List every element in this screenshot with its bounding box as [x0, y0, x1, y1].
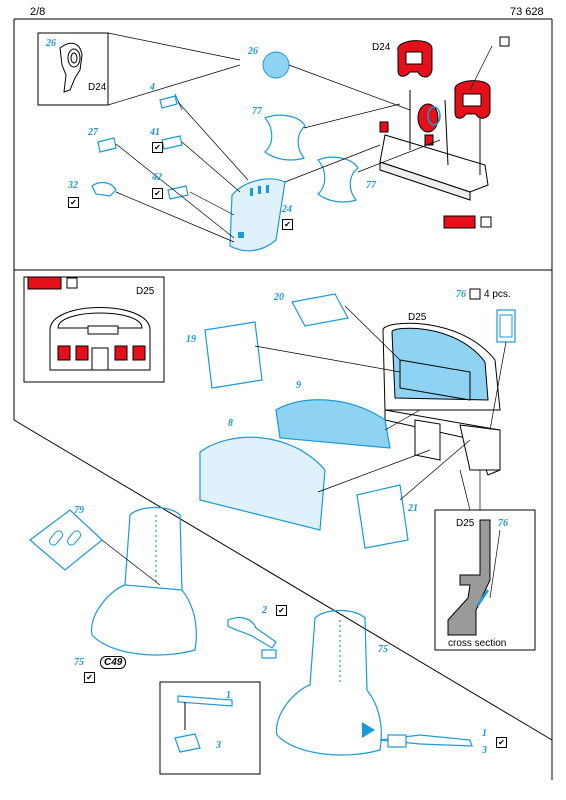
part-76-label: 76 — [456, 289, 466, 300]
part-42-label: 42 — [152, 172, 162, 183]
part-79-panel — [29, 509, 103, 571]
inset-belt-box — [159, 681, 261, 775]
part-77-frame-a — [263, 114, 306, 161]
belt-part-2 — [227, 617, 277, 659]
ref-c49: C49 — [100, 656, 127, 669]
part-26-disc — [262, 51, 290, 79]
belt-part-1-3 — [379, 734, 473, 748]
part-20-panel — [291, 293, 349, 327]
inset-d24-label: D24 — [88, 82, 107, 93]
part-21-panel — [356, 484, 409, 549]
part-41-lever — [161, 135, 183, 150]
check-box-42: ✔ — [152, 188, 163, 199]
part-41-label: 41 — [150, 127, 160, 138]
cross-part-76-label: 76 — [498, 518, 508, 529]
part-20-label: 20 — [274, 292, 284, 303]
check-box-24: ✔ — [282, 219, 293, 230]
part-26-inset: 26 — [46, 38, 56, 49]
inset-d25-label: D25 — [136, 286, 155, 297]
cross-section-caption: cross section — [448, 638, 507, 649]
part-77-label-b: 77 — [366, 180, 376, 191]
seat-left — [90, 506, 197, 656]
part-24-label: 24 — [282, 204, 292, 215]
part-77-frame-b — [316, 156, 359, 203]
part-75-label-b: 75 — [378, 644, 388, 655]
part-3-label: 3 — [482, 745, 487, 756]
part-24-panel — [229, 178, 286, 252]
check-box-41: ✔ — [152, 142, 163, 153]
part-19-panel — [204, 321, 263, 389]
part-27-label: 27 — [88, 127, 98, 138]
instrument-panel-d25 — [382, 322, 501, 476]
part-19-label: 19 — [186, 334, 196, 345]
part-21-label: 21 — [408, 503, 418, 514]
part-9-panel — [275, 399, 391, 449]
red-swatch-top — [443, 215, 476, 229]
part-32-label: 32 — [68, 180, 78, 191]
part-9-label: 9 — [296, 380, 301, 391]
console-d24-label: D24 — [372, 42, 391, 53]
part-32-lever — [91, 181, 117, 197]
console-d24 — [379, 40, 491, 201]
inset-d25-box — [23, 276, 165, 383]
check-box-1-3: ✔ — [496, 737, 507, 748]
page-number: 2/8 — [30, 6, 46, 18]
inset-part-3-label: 3 — [216, 740, 221, 751]
diagonal-divider — [13, 419, 553, 741]
seat-right — [275, 609, 382, 756]
part-8-label: 8 — [228, 418, 233, 429]
check-box-32: ✔ — [68, 197, 79, 208]
part-8-panel — [199, 436, 326, 531]
cross-section-shape — [447, 519, 491, 636]
red-swatch-mid — [27, 276, 62, 290]
cross-d25-label: D25 — [456, 518, 475, 529]
part-26-label: 26 — [248, 46, 258, 57]
part-79-label: 79 — [74, 505, 84, 516]
part-75-label-a: 75 — [74, 657, 84, 668]
part-1-label: 1 — [482, 728, 487, 739]
part-4-lever — [159, 93, 183, 111]
part-4-label: 4 — [150, 82, 155, 93]
quantity-label: 4 pcs. — [484, 289, 511, 300]
part-2-label: 2 — [262, 605, 267, 616]
inset-d25-panel — [49, 307, 151, 371]
panel-d25-label: D25 — [408, 312, 427, 323]
inset-part-1-label: 1 — [226, 690, 231, 701]
part-77-label-a: 77 — [252, 106, 262, 117]
check-box-2: ✔ — [276, 605, 287, 616]
check-box-75: ✔ — [84, 672, 95, 683]
part-27-lever — [97, 137, 117, 153]
kit-code: 73 628 — [510, 6, 544, 18]
